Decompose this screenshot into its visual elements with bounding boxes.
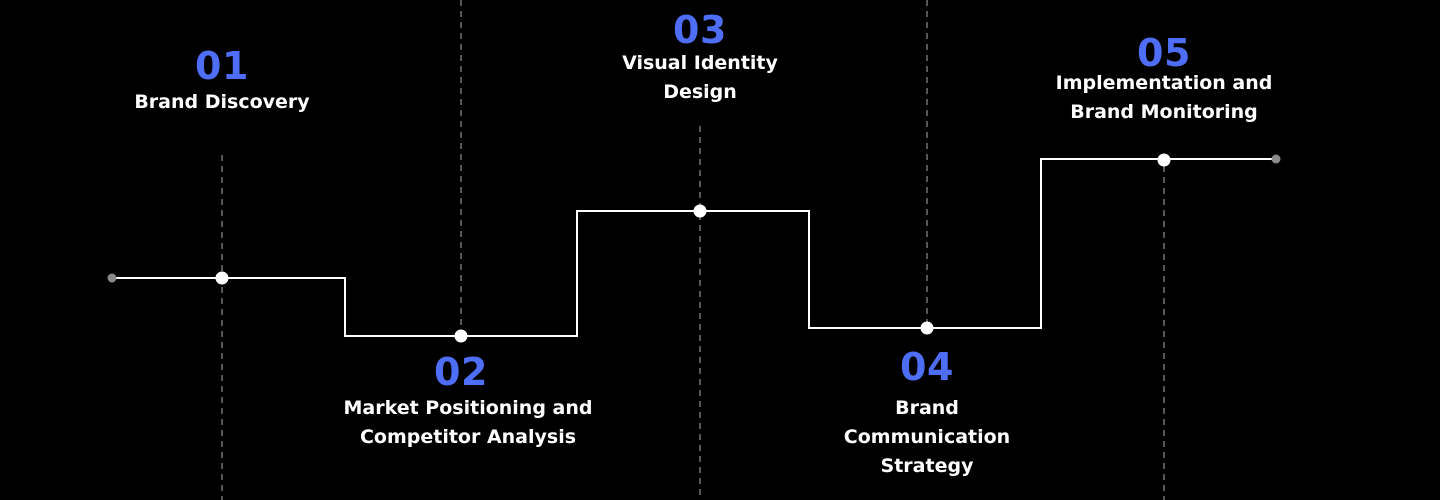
step-4-number: 04 xyxy=(900,345,954,389)
step-5-label-line: Brand Monitoring xyxy=(1070,101,1258,123)
step-3-label-line: Design xyxy=(663,81,737,103)
step-2-label: Market Positioning and Competitor Analys… xyxy=(344,394,593,452)
step-2-node xyxy=(454,329,468,343)
step-1-label-line: Brand Discovery xyxy=(134,91,310,113)
step-2-label-line: Market Positioning and xyxy=(343,397,593,419)
step-3-node xyxy=(693,204,707,218)
step-3-label: Visual Identity Design xyxy=(622,49,778,107)
step-3-label-line: Visual Identity xyxy=(622,52,778,74)
step-3-number: 03 xyxy=(673,8,727,52)
step-1-node xyxy=(215,271,229,285)
step-1-number: 01 xyxy=(195,44,249,88)
step-2-label-line: Competitor Analysis xyxy=(359,426,577,448)
step-5-label-line: Implementation and xyxy=(1055,72,1273,94)
step-4-label-line: Strategy xyxy=(880,455,974,477)
step-5-node xyxy=(1157,153,1171,167)
timeline-start-dot xyxy=(107,273,117,283)
step-4-label: Brand Communication Strategy xyxy=(844,394,1010,481)
step-4-label-line: Brand xyxy=(895,397,959,419)
step-1-label: Brand Discovery xyxy=(134,88,309,117)
step-5-label: Implementation and Brand Monitoring xyxy=(1056,69,1273,127)
step-4-label-line: Communication xyxy=(843,426,1011,448)
step-2-number: 02 xyxy=(434,350,488,394)
step-4-node xyxy=(920,321,934,335)
step-5-number: 05 xyxy=(1137,31,1191,75)
timeline-end-dot xyxy=(1271,154,1281,164)
timeline-path xyxy=(112,158,1276,337)
